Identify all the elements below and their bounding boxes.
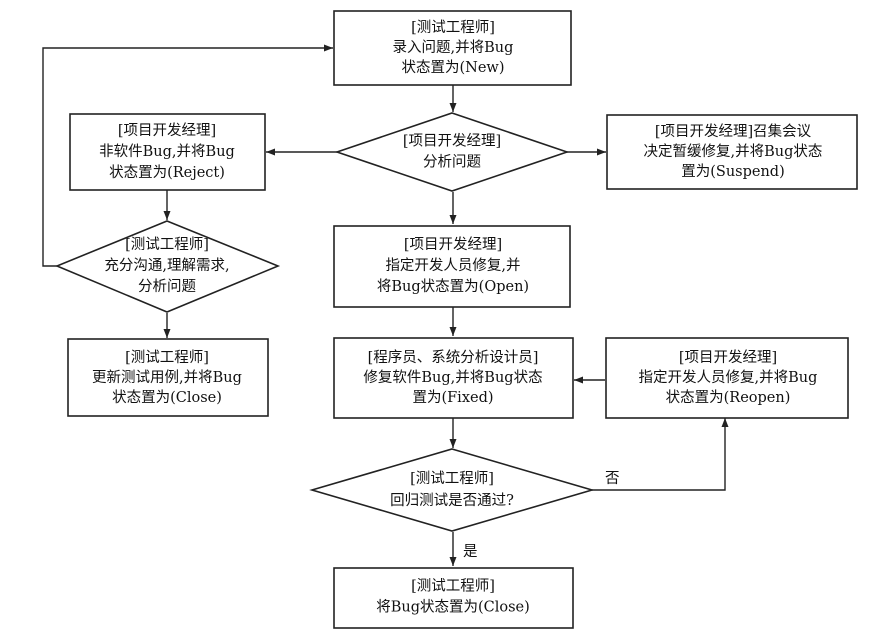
node-text-line: 回归测试是否通过? <box>390 492 514 509</box>
node-text-line: 置为(Fixed) <box>412 389 493 406</box>
edges <box>42 44 729 566</box>
node-text-line: 修复软件Bug,并将Bug状态 <box>363 368 542 386</box>
node-text-line: [测试工程师] <box>411 578 495 595</box>
node-text-line: 决定暂缓修复,并将Bug状态 <box>644 142 823 160</box>
node-text-line: 将Bug状态置为(Open) <box>377 278 529 295</box>
node-text-line: 录入问题,并将Bug <box>393 39 514 56</box>
node-text-line: 指定开发人员修复,并将Bug <box>639 368 818 386</box>
node-text-line: 分析问题 <box>423 154 481 171</box>
node-reject: [项目开发经理] 非软件Bug,并将Bug 状态置为(Reject) <box>69 113 266 191</box>
node-text-line: 指定开发人员修复,并 <box>385 256 520 274</box>
node-text-line: 非软件Bug,并将Bug <box>99 143 235 160</box>
node-text-line: 状态置为(New) <box>402 59 505 76</box>
edge-label-yes: 是 <box>463 544 478 560</box>
node-text-line: [项目开发经理] <box>404 236 502 253</box>
node-text-line: 状态置为(Reopen) <box>666 389 791 406</box>
node-text-line: [项目开发经理] <box>679 349 777 366</box>
node-text-line: [测试工程师] <box>411 19 495 36</box>
edge-regression-to-reopen <box>592 418 729 491</box>
node-text-line: 分析问题 <box>138 278 196 295</box>
node-text-line: 充分沟通,理解需求, <box>104 257 229 274</box>
node-communicate: [测试工程师] 充分沟通,理解需求, 分析问题 <box>54 220 281 313</box>
node-text-line: [测试工程师] <box>125 349 209 366</box>
node-text-line: [测试工程师] <box>410 470 494 487</box>
node-text-line: 置为(Suspend) <box>681 163 785 180</box>
node-text-line: [程序员、系统分析设计员] <box>368 349 539 366</box>
node-text-line: [项目开发经理]召集会议 <box>655 123 812 140</box>
node-analyze: [项目开发经理] 分析问题 <box>334 112 570 192</box>
node-close: [测试工程师] 将Bug状态置为(Close) <box>333 567 574 629</box>
node-text-line: [测试工程师] <box>125 236 209 253</box>
node-regression: [测试工程师] 回归测试是否通过? <box>309 448 595 532</box>
edge-label-no: 否 <box>605 471 620 487</box>
node-text-line: 状态置为(Reject) <box>109 164 225 181</box>
node-record: [测试工程师] 录入问题,并将Bug 状态置为(New) <box>333 10 572 86</box>
node-text-line: [项目开发经理] <box>118 122 216 139</box>
node-reopen: [项目开发经理] 指定开发人员修复,并将Bug 状态置为(Reopen) <box>605 337 849 419</box>
node-text-line: 更新测试用例,并将Bug <box>92 369 242 386</box>
edge-communicate-to-record <box>42 44 333 267</box>
node-update-case: [测试工程师] 更新测试用例,并将Bug 状态置为(Close) <box>67 338 269 417</box>
node-text-line: [项目开发经理] <box>403 133 501 150</box>
node-text-line: 状态置为(Close) <box>112 389 222 406</box>
node-text-line: 将Bug状态置为(Close) <box>376 599 530 616</box>
